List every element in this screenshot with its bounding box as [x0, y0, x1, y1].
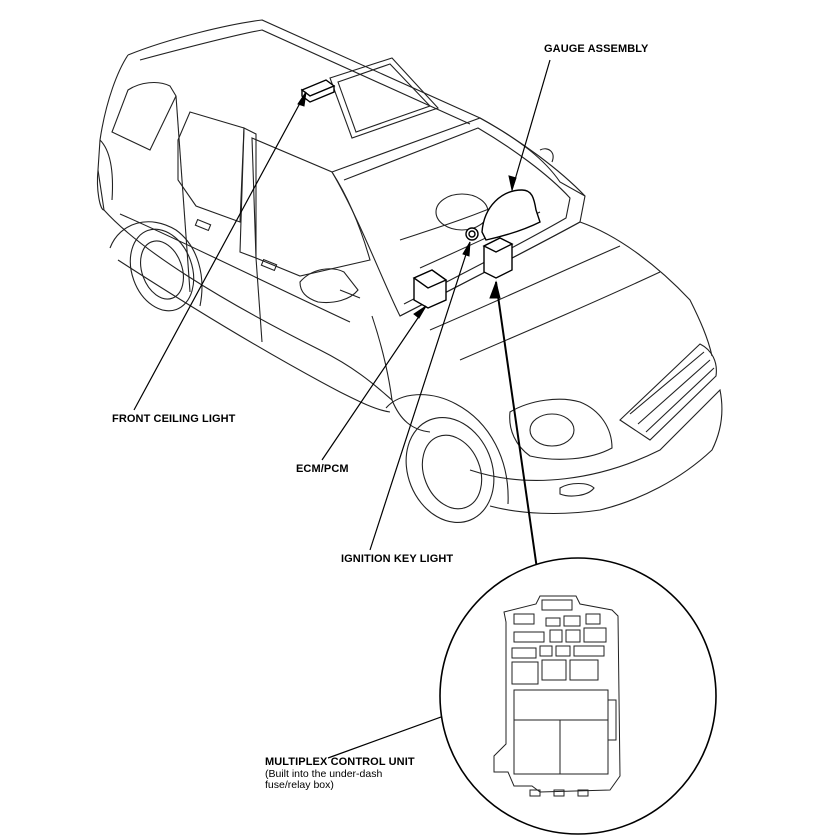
front-wheel-arch: [385, 394, 509, 505]
roof-rail: [139, 29, 471, 125]
label-front-ceiling-light: FRONT CEILING LIGHT: [112, 413, 236, 425]
fuse-relay-box: [493, 595, 621, 797]
front-tire: [405, 416, 495, 524]
fuse-slot-3: [545, 617, 561, 627]
arrow-ecm-pcm: [413, 305, 427, 319]
front-door-handle: [260, 258, 278, 272]
front-grille: [619, 343, 717, 441]
fuse-box-tab-1: [529, 789, 541, 797]
fuse-slot-10: [511, 647, 537, 659]
fuse-slot-13: [573, 645, 605, 657]
door-sill: [117, 259, 391, 413]
leader-gauge-assembly: [511, 59, 551, 191]
ignition-key-light-inner: [468, 230, 476, 238]
side-mirror: [299, 268, 359, 304]
hood: [399, 221, 713, 357]
label-multiplex-control-unit: MULTIPLEX CONTROL UNIT: [265, 756, 415, 768]
rear-tire: [129, 228, 195, 312]
lower-body-line: [97, 169, 393, 401]
sunroof-inner: [337, 63, 431, 133]
component-ignition-key-light: [465, 227, 479, 241]
fuse-slot-7: [549, 629, 563, 643]
component-gauge-assembly: [481, 189, 541, 241]
front-bumper: [469, 388, 723, 515]
fuse-box-side-slot: [607, 699, 617, 741]
roof-front-edge: [97, 54, 129, 171]
front-ceiling-light-side: [301, 84, 335, 103]
fuse-slot-11: [539, 645, 553, 657]
fuse-slot-16: [569, 659, 599, 681]
fuse-slot-5: [585, 613, 601, 625]
fuse-box-outline: [493, 595, 621, 793]
hood-crease: [429, 245, 661, 361]
fuse-slot-2: [513, 613, 535, 625]
fuse-slot-12: [555, 645, 571, 657]
fuse-slot-8: [565, 629, 581, 643]
leader-lines: [133, 59, 551, 759]
rear-door-window: [177, 111, 245, 223]
rear-door-handle: [194, 218, 212, 232]
fuse-slot-15: [541, 659, 567, 681]
component-ecm-pcm: [412, 269, 448, 309]
fuse-slot-4: [563, 615, 581, 627]
rear-door-seam: [175, 95, 191, 293]
front-door-seam: [255, 257, 263, 343]
rear-wheel-rim: [140, 240, 184, 300]
side-character-line: [119, 213, 351, 323]
leader-ecm-pcm: [321, 305, 427, 461]
gauge-hood: [539, 148, 554, 163]
component-multiplex-box-in-car: [482, 237, 514, 279]
arrow-ignition-key-light: [462, 241, 471, 257]
roof-outline: [127, 19, 586, 197]
label-ecm-pcm: ECM/PCM: [296, 463, 349, 475]
leader-multiplex-to-box: [495, 281, 541, 591]
label-ignition-key-light: IGNITION KEY LIGHT: [341, 553, 454, 565]
sunroof: [329, 57, 439, 139]
ecm-pcm-top: [412, 269, 448, 289]
arrow-gauge-assembly: [508, 175, 517, 192]
fuse-slot-1: [541, 599, 573, 611]
detail-inset: [439, 557, 717, 835]
leader-front-ceiling-light: [133, 91, 307, 411]
vehicle-outline: [96, 19, 723, 524]
fuse-slot-6: [513, 631, 545, 643]
label-multiplex-note-line2: fuse/relay box): [265, 779, 334, 791]
rear-end: [96, 139, 113, 211]
label-multiplex-note-line1: (Built into the under-dash: [265, 768, 383, 780]
detail-inset-circle: [439, 557, 717, 835]
label-gauge-assembly: GAUGE ASSEMBLY: [544, 43, 649, 55]
arrow-front-ceiling-light: [297, 91, 307, 107]
headlight: [509, 398, 613, 460]
fuse-box-tab-3: [577, 789, 589, 797]
arrow-multiplex-to-box: [489, 280, 501, 299]
gauge-assembly-shape: [481, 189, 541, 241]
fuse-slot-14: [511, 661, 539, 685]
rear-quarter-window: [111, 81, 177, 151]
fuse-slot-9: [583, 627, 607, 643]
grille-bars: [629, 351, 715, 433]
component-front-ceiling-light: [300, 79, 336, 103]
front-wheel-rim: [421, 434, 483, 510]
multiplex-box-in-car-top: [482, 237, 514, 253]
headlight-lens: [529, 413, 575, 447]
fog-light: [559, 482, 595, 497]
fuse-box-tab-2: [553, 789, 565, 797]
leader-ignition-key-light: [369, 241, 471, 551]
side-mirror-mount: [339, 289, 361, 299]
rear-wheel-arch: [109, 221, 203, 307]
